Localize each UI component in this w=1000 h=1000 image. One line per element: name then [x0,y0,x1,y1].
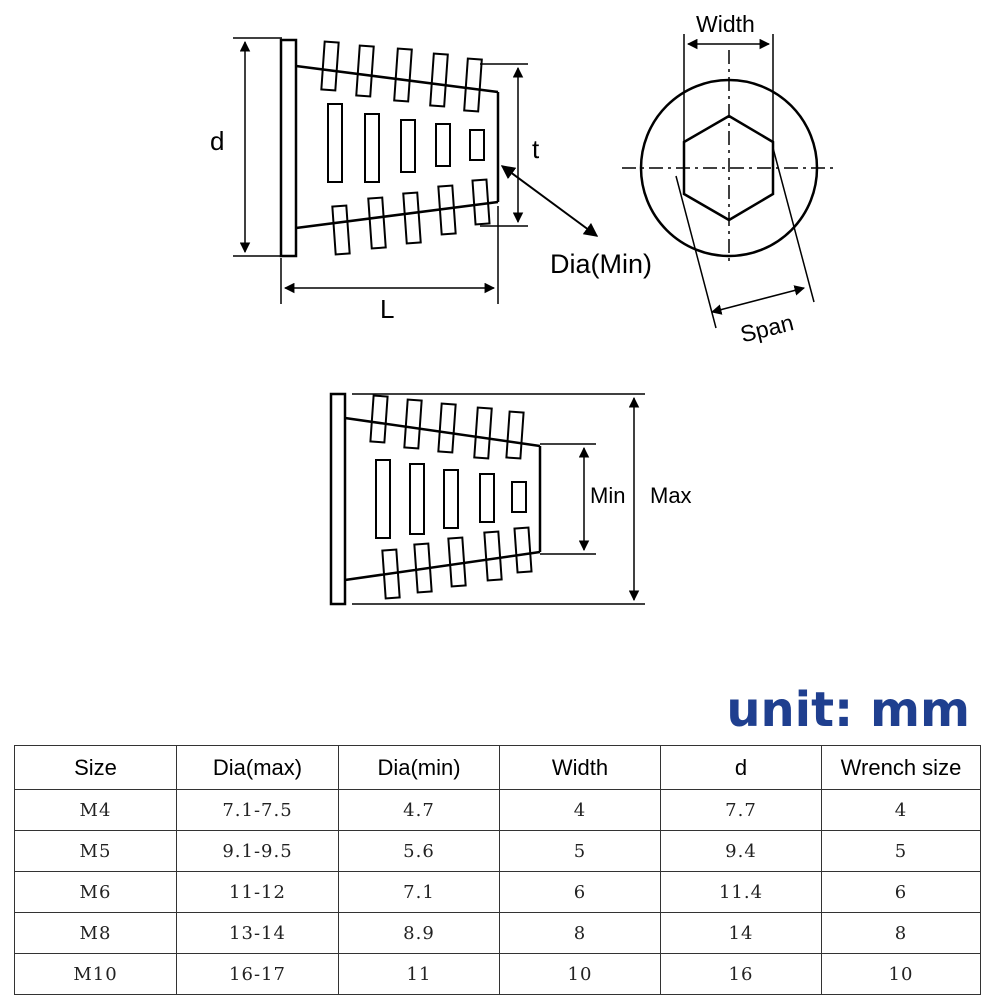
table-row: M5 9.1-9.5 5.6 5 9.4 5 [14,830,981,872]
hex-socket-end-view [622,34,836,329]
cell-dia-min: 8.9 [338,912,500,954]
cell-size: M5 [14,830,177,872]
cell-dia-max: 9.1-9.5 [176,830,339,872]
table-row: M10 16-17 11 10 16 10 [14,953,981,995]
insert-threads-middle [327,103,485,183]
insert-threads-top [320,40,483,113]
cell-size: M10 [14,953,177,995]
cell-dia-min: 5.6 [338,830,500,872]
technical-diagram: d t L Dia(Min) Width Span [210,11,836,606]
cell-size: M8 [14,912,177,954]
cell-dia-min: 11 [338,953,500,995]
header-d: d [660,745,822,790]
cell-d: 7.7 [660,789,822,831]
cell-dia-max: 16-17 [176,953,339,995]
cell-d: 16 [660,953,822,995]
cell-wrench-size: 10 [821,953,981,995]
header-width: Width [499,745,661,790]
dimension-L [280,206,499,304]
header-size: Size [14,745,177,790]
label-width: Width [696,11,755,37]
cell-dia-min: 7.1 [338,871,500,913]
unit-label: unit: mm [726,682,970,738]
table-row: M6 11-12 7.1 6 11.4 6 [14,871,981,913]
cell-width: 8 [499,912,661,954]
cell-width: 4 [499,789,661,831]
table-row: M8 13-14 8.9 8 14 8 [14,912,981,954]
cell-dia-max: 11-12 [176,871,339,913]
cell-size: M6 [14,871,177,913]
label-dia-min: Dia(Min) [550,249,652,279]
insert-threads-bottom [331,178,491,256]
cell-wrench-size: 6 [821,871,981,913]
header-wrench-size: Wrench size [821,745,981,790]
cell-dia-max: 13-14 [176,912,339,954]
label-max: Max [650,483,692,508]
label-d: d [210,126,224,156]
dimension-d [233,37,282,257]
cell-width: 5 [499,830,661,872]
cell-wrench-size: 4 [821,789,981,831]
spec-table: Size Dia(max) Dia(min) Width d Wrench si… [14,745,981,995]
header-dia-max: Dia(max) [176,745,339,790]
insert-side-view [279,38,500,258]
cell-width: 10 [499,953,661,995]
table-header-row: Size Dia(max) Dia(min) Width d Wrench si… [14,745,981,790]
label-span: Span [738,309,796,347]
header-dia-min: Dia(min) [338,745,500,790]
label-t: t [532,134,540,164]
cell-width: 6 [499,871,661,913]
cell-d: 11.4 [660,871,822,913]
label-L: L [380,294,394,324]
cell-dia-min: 4.7 [338,789,500,831]
label-min: Min [590,483,625,508]
insert-min-max-view [329,392,645,606]
cell-size: M4 [14,789,177,831]
cell-wrench-size: 5 [821,830,981,872]
cell-d: 9.4 [660,830,822,872]
table-row: M4 7.1-7.5 4.7 4 7.7 4 [14,789,981,831]
cell-wrench-size: 8 [821,912,981,954]
cell-dia-max: 7.1-7.5 [176,789,339,831]
dia-min-arrow [500,165,599,237]
cell-d: 14 [660,912,822,954]
